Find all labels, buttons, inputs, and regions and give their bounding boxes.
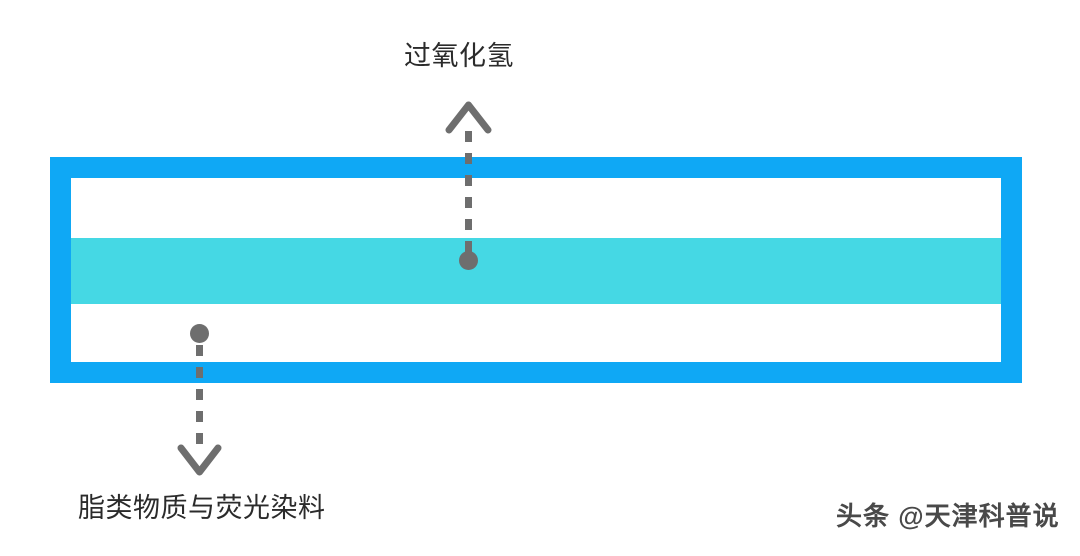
label-lipids-and-fluorescent-dye: 脂类物质与荧光染料 [78, 493, 326, 523]
label-hydrogen-peroxide: 过氧化氢 [404, 41, 514, 71]
liquid-band [71, 238, 1001, 304]
container-vessel [50, 157, 1022, 383]
container-interior [71, 178, 1001, 362]
lipid-molecule-dot [190, 324, 209, 343]
peroxide-molecule-dot [459, 251, 478, 270]
watermark: 头条 @天津科普说 [836, 501, 1060, 531]
